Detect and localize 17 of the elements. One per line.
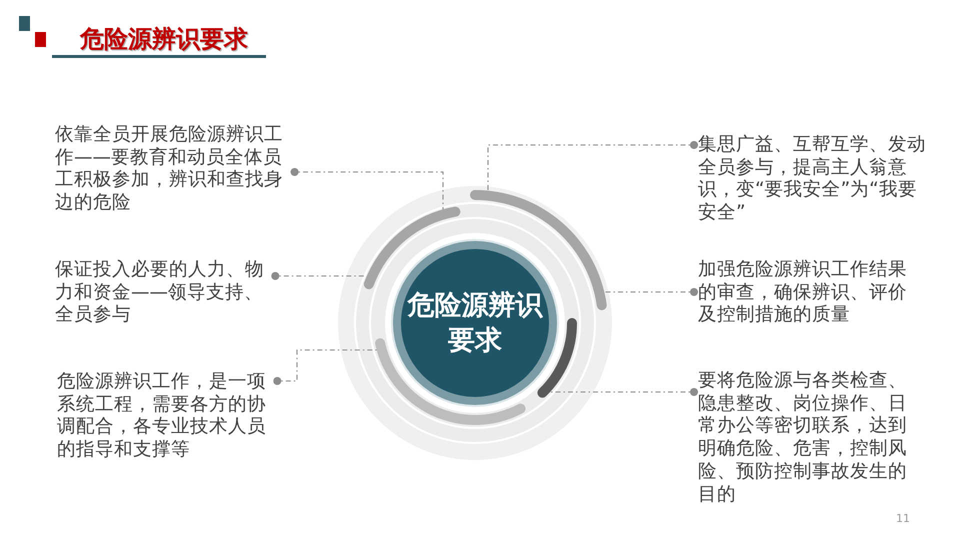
- hub-label: 危险源辨识要求: [406, 289, 544, 358]
- leader-line: [271, 272, 367, 280]
- description-text: 危险源辨识工作，是一项系统工程，需要各方的协调配合，各专业技术人员的指导和支撑等: [57, 371, 274, 462]
- slide-title: 危险源辨识要求: [80, 25, 248, 53]
- description-text: 加强危险源辨识工作结果的审查，确保辨识、评价及控制措施的质量: [698, 259, 914, 328]
- leader-line: [604, 288, 698, 296]
- leader-line: [487, 141, 698, 191]
- description-text: 依靠全员开展危险源辨识工作——要教育和动员全体员工积极参加，辨识和查找身边的危险: [55, 124, 291, 215]
- description-text: 集思广益、互帮互学、发动全员参与，提高主人翁意识，变“要我安全”为“我要安全”: [698, 134, 934, 225]
- ring-arc: [537, 318, 577, 398]
- leader-line: [550, 388, 698, 396]
- page-number: 11: [896, 512, 910, 526]
- leader-line: [290, 168, 444, 210]
- description-text: 要将危险源与各类检查、隐患整改、岗位操作、日常办公等密切联系，达到明确危险、危害，控制风险、预防控制事故发生的目的: [698, 370, 914, 506]
- description-text: 保证投入必要的人力、物力和资金——领导支持、全员参与: [55, 259, 272, 328]
- ring-arc: [364, 206, 460, 290]
- leader-line: [273, 349, 377, 385]
